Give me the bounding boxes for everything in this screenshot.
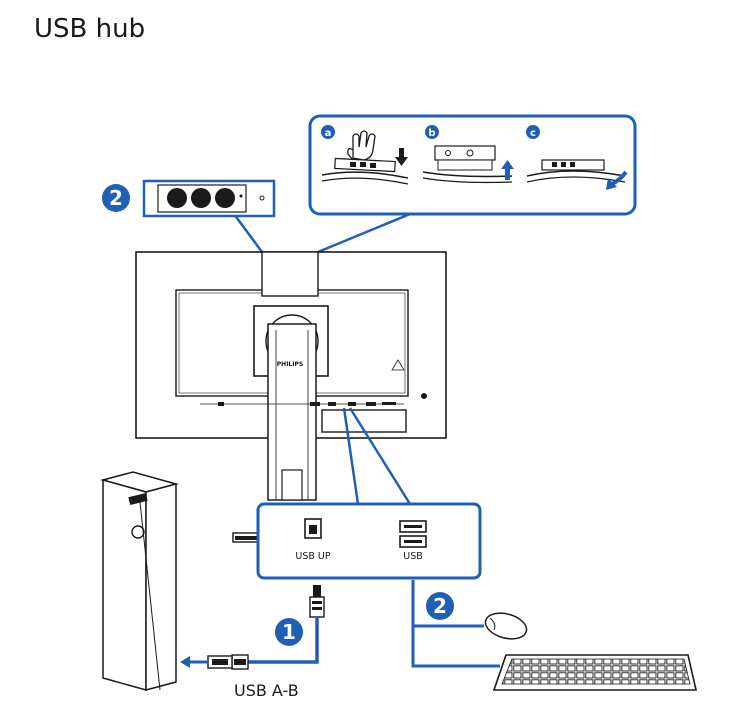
install-steps-panel: a b bbox=[308, 114, 637, 216]
step-a: a bbox=[321, 125, 409, 185]
step-c: c bbox=[526, 125, 628, 190]
usb-label: USB bbox=[403, 551, 423, 562]
cable-step-number: 1 bbox=[282, 620, 296, 644]
step-b-label: b bbox=[428, 128, 435, 139]
mouse-icon bbox=[484, 612, 528, 640]
usb-up-label: USB UP bbox=[295, 551, 330, 562]
usb-b-port-icon bbox=[304, 518, 322, 539]
step-c-label: c bbox=[530, 128, 536, 139]
page-title: USB hub bbox=[34, 14, 146, 44]
usb-plug-icon bbox=[309, 585, 325, 618]
cable-label: USB A-B bbox=[234, 681, 299, 700]
step-a-label: a bbox=[325, 128, 332, 139]
peripherals: 2 bbox=[411, 580, 698, 691]
step-b: b bbox=[422, 125, 514, 184]
monitor-back: PHILIPS bbox=[135, 251, 447, 543]
curved-arrow-icon bbox=[606, 170, 628, 190]
arrow-down-icon bbox=[395, 148, 408, 166]
hand-press-icon bbox=[347, 130, 376, 161]
hub-callout: 2 bbox=[102, 179, 276, 218]
hub-step-number: 2 bbox=[109, 186, 123, 210]
peripheral-step-number: 2 bbox=[433, 594, 447, 618]
usb-a-port-icon bbox=[399, 520, 427, 548]
port-callout: USB UP USB bbox=[256, 502, 482, 580]
pc-tower bbox=[100, 471, 179, 691]
keyboard-icon bbox=[492, 654, 698, 691]
usb-cable: 1 USB A-B bbox=[180, 585, 325, 700]
arrow-up-icon bbox=[501, 160, 514, 180]
brand-label: PHILIPS bbox=[277, 361, 303, 368]
